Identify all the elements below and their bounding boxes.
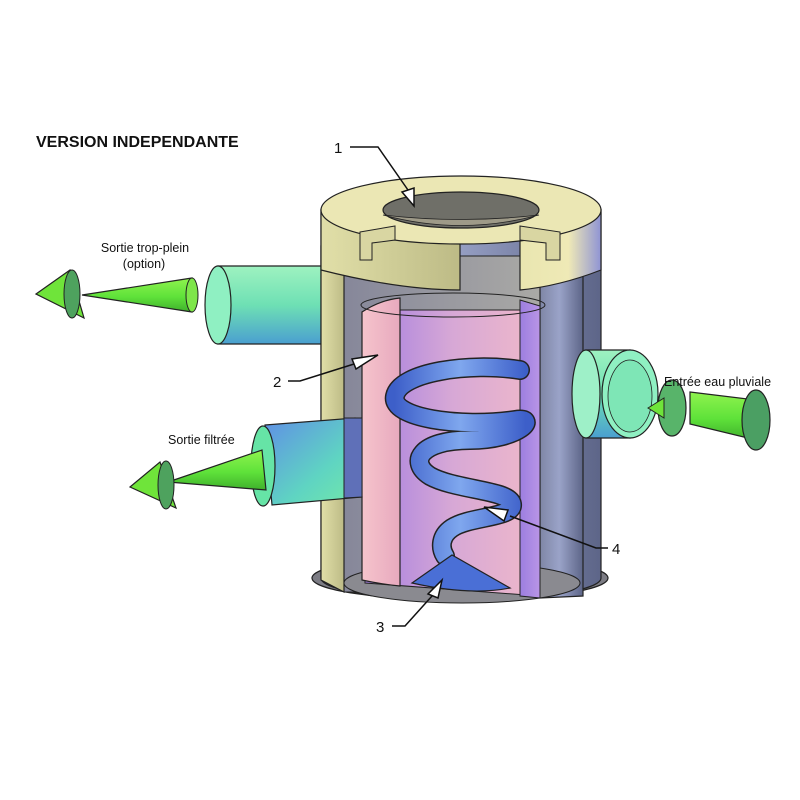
filtered-outlet-label: Sortie filtrée [168,433,235,447]
diagram-title: VERSION INDEPENDANTE [36,134,239,151]
callout-1-number: 1 [334,140,342,157]
callout-1: 1 [334,140,415,209]
callout-3: 3 [376,577,444,636]
top-ring [320,175,602,291]
overflow-option-label: (option) [123,257,165,271]
filtered-flow-arrow [128,449,267,510]
overflow-pipe [204,265,331,345]
overflow-flow-arrow [34,269,199,320]
callout-4: 4 [483,506,620,558]
rain-inlet-label: Entrée eau pluviale [664,375,771,389]
collector-cone [410,554,512,592]
callout-2: 2 [273,354,379,391]
callout-3-number: 3 [376,619,384,636]
spiral-duct [384,357,536,566]
rain-inlet-pipe [571,349,659,439]
filtered-outlet-pipe [250,417,363,507]
callout-2-number: 2 [273,374,281,391]
overflow-label: Sortie trop-plein [101,241,189,255]
callout-4-number: 4 [612,541,620,558]
inlet-flow-arrow [647,379,771,451]
